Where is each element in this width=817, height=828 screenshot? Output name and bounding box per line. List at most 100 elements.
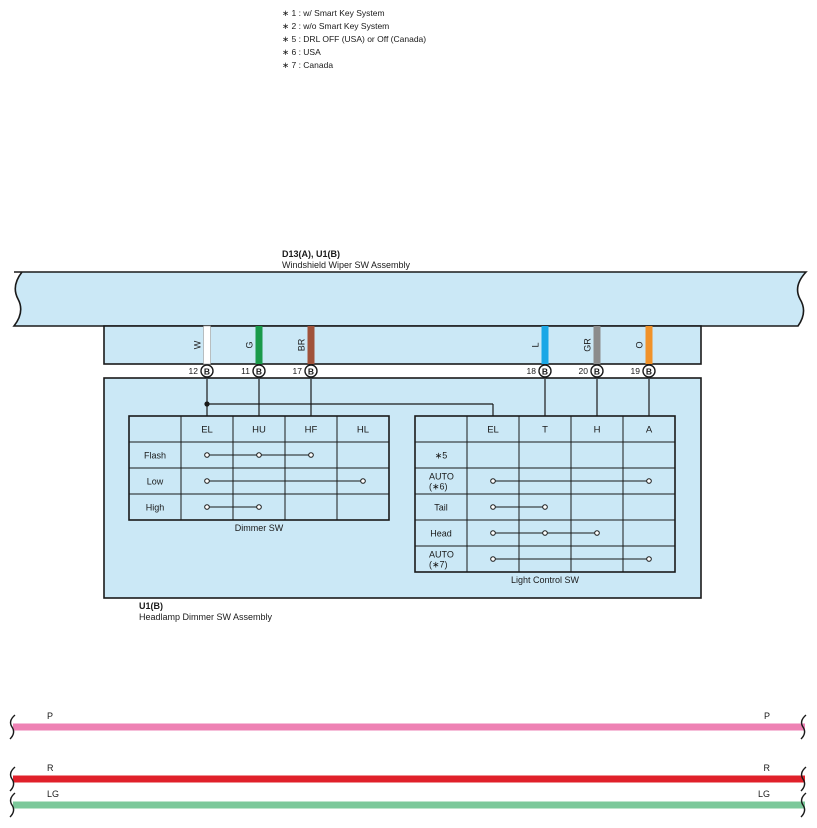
connector-letter: B (204, 367, 210, 377)
note-6: ∗ 6 : USA (282, 47, 321, 57)
dimmer-sw-row-label: High (146, 503, 165, 513)
note-2: ∗ 2 : w/o Smart Key System (282, 21, 389, 31)
wire-label: W (192, 340, 202, 349)
dimmer-sw-contact-point (204, 478, 210, 484)
dimmer-sw-contact-point (204, 452, 210, 458)
wire-break-right (800, 766, 807, 792)
light-sw-contact-point (594, 530, 600, 536)
connector-letter: B (308, 367, 314, 377)
wire-color-BR (307, 326, 315, 364)
light-sw-row-label: Tail (434, 503, 448, 513)
pin-number: 19 (631, 366, 641, 376)
wire-label-left: R (47, 763, 54, 773)
wire-color-O (645, 326, 653, 364)
wire-color-G (255, 326, 263, 364)
connector-circle (304, 364, 318, 378)
dimmer-sw-header-hl: HL (357, 425, 369, 436)
light-sw-header-el: EL (487, 425, 499, 436)
light-sw-header-a: A (646, 425, 653, 436)
wire-break-left (9, 792, 16, 818)
light-sw-row-label: AUTO (429, 550, 454, 560)
internal-wiring (206, 379, 650, 416)
pin-number: 20 (579, 366, 589, 376)
notes: ∗ 1 : w/ Smart Key System ∗ 2 : w/o Smar… (282, 8, 426, 70)
wire-body (13, 723, 805, 731)
pin-number: 12 (189, 366, 199, 376)
wire-label-right: R (764, 763, 771, 773)
connector-letter: B (646, 367, 652, 377)
wire-label-left: P (47, 711, 53, 721)
dimmer-sw-row-label: Flash (144, 451, 166, 461)
connector-circle (252, 364, 266, 378)
terminal-20: GR 20 B (579, 326, 604, 378)
connector-circle (642, 364, 656, 378)
dimmer-sw-row-label: Low (147, 477, 164, 487)
wire-body (13, 801, 805, 809)
wire-break-left (9, 766, 16, 792)
bottom-wire-lg: LG LG (9, 789, 807, 818)
light-sw-header-h: H (594, 425, 601, 436)
wire-body (13, 775, 805, 783)
wire-label: GR (582, 338, 592, 352)
wire-label: O (634, 341, 644, 348)
connector-letter: B (594, 367, 600, 377)
wire-break-left (9, 714, 16, 740)
wire-break-right (800, 792, 807, 818)
light-sw-contact-point (490, 504, 496, 510)
dimmer-sw-header-el: EL (201, 425, 213, 436)
dimmer-sw-contact-point (256, 452, 262, 458)
connector-circle (590, 364, 604, 378)
wiper-assembly-code: D13(A), U1(B) (282, 249, 340, 259)
wiper-assembly-name: Windshield Wiper SW Assembly (282, 260, 411, 270)
connector-circle (200, 364, 214, 378)
light-sw-contact-point (646, 556, 652, 562)
wiper-assembly-band (12, 271, 808, 327)
junction-dot (204, 401, 210, 407)
pin-number: 17 (293, 366, 303, 376)
light-sw-contact-point (542, 530, 548, 536)
light-sw-contact-point (490, 556, 496, 562)
terminal-11: G 11 B (241, 326, 266, 378)
dimmer-sw-contact-point (256, 504, 262, 510)
dimmer-sw-contact-point (204, 504, 210, 510)
light-sw-header-t: T (542, 425, 548, 436)
wire-label-left: LG (47, 789, 59, 799)
light-sw-contact-point (542, 504, 548, 510)
wire-label-right: LG (758, 789, 770, 799)
switch-body (103, 377, 702, 599)
connector-letter: B (256, 367, 262, 377)
wire-break-right (800, 714, 807, 740)
dimmer-sw-contact-point (308, 452, 314, 458)
dimmer-assembly-code: U1(B) (139, 601, 163, 611)
terminal-17: BR 17 B (293, 326, 318, 378)
terminal-12: W 12 B (189, 325, 214, 378)
light-sw-row-label: Head (430, 529, 452, 539)
connector-letter: B (542, 367, 548, 377)
light-control-sw-title: Light Control SW (511, 575, 580, 585)
light-sw-contact-point (490, 530, 496, 536)
wire-label: BR (296, 338, 306, 351)
wire-color-L (541, 326, 549, 364)
light-sw-contact-point (490, 478, 496, 484)
note-7: ∗ 7 : Canada (282, 60, 333, 70)
connector-circle (538, 364, 552, 378)
dimmer-assembly-name: Headlamp Dimmer SW Assembly (139, 612, 273, 622)
wire-color-W (203, 325, 211, 365)
light-sw-row-sublabel: (∗7) (429, 560, 448, 570)
light-sw-contact-point (646, 478, 652, 484)
note-1: ∗ 1 : w/ Smart Key System (282, 8, 385, 18)
wire-label: G (244, 341, 254, 348)
light-sw-row-label: AUTO (429, 472, 454, 482)
dimmer-sw-header-hf: HF (305, 425, 318, 436)
pin-number: 11 (241, 366, 250, 376)
wire-label-right: P (764, 711, 770, 721)
wire-label: L (530, 342, 540, 347)
